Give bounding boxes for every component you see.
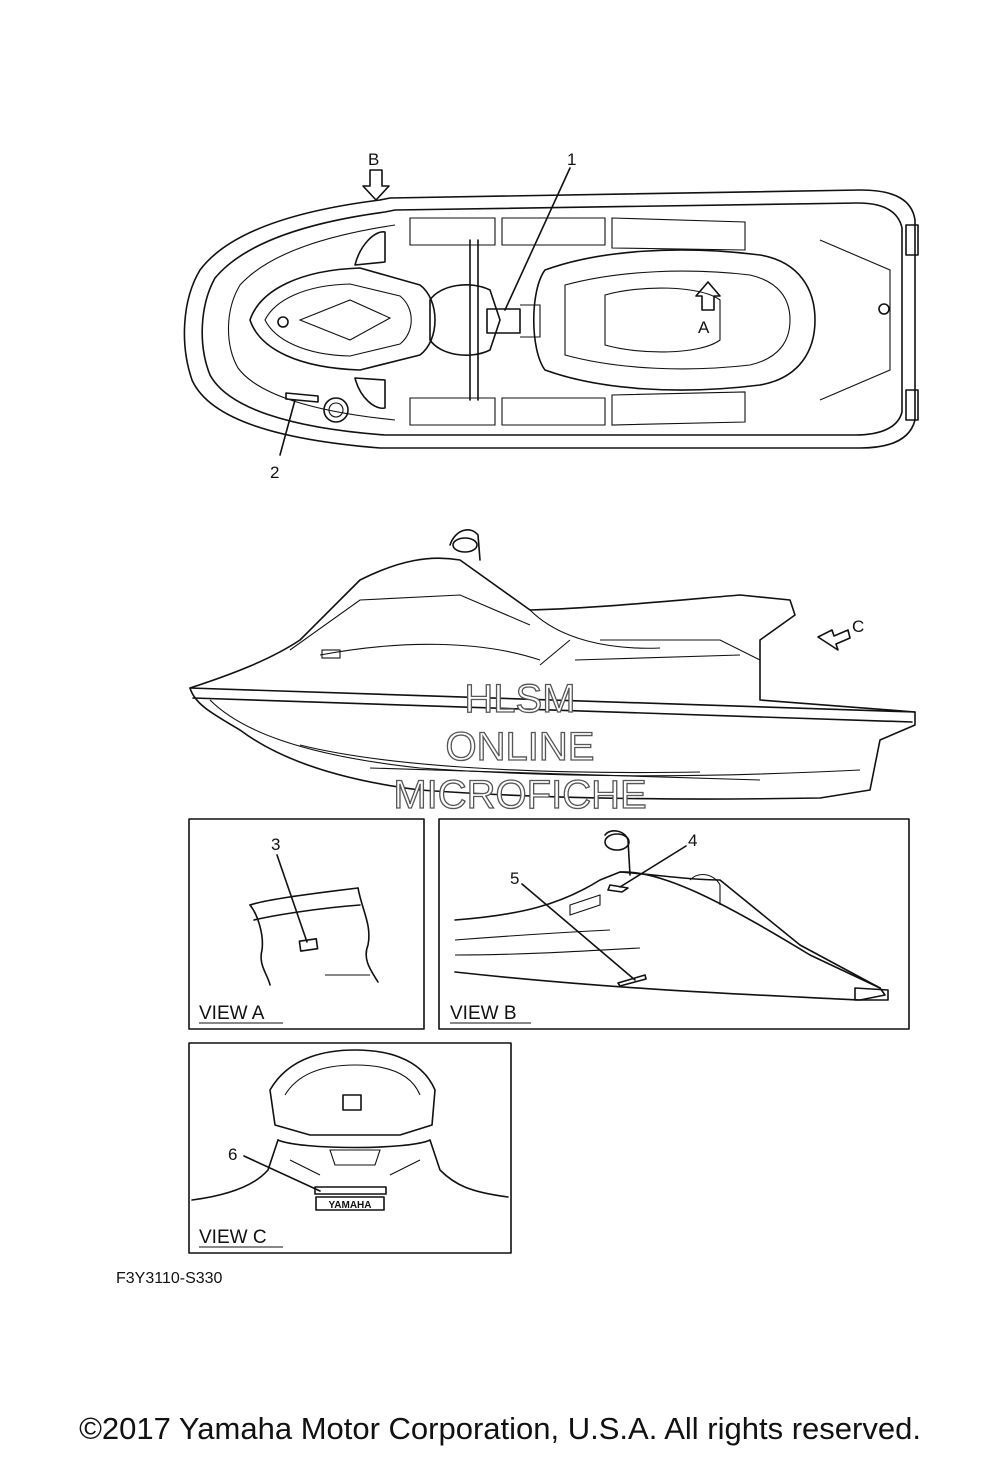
side-view-drawing <box>189 529 916 800</box>
view-c-panel <box>188 1042 512 1254</box>
callout-5: 5 <box>510 869 519 888</box>
figure-code: F3Y3110-S330 <box>116 1270 223 1287</box>
callout-2: 2 <box>270 463 279 482</box>
view-a-label: VIEW A <box>199 1003 265 1024</box>
view-arrow-c-letter: C <box>852 617 864 636</box>
view-a-panel <box>188 818 425 1030</box>
view-arrow-b-letter: B <box>368 150 379 169</box>
callout-1: 1 <box>567 150 576 169</box>
view-b-label: VIEW B <box>450 1003 517 1024</box>
callout-3: 3 <box>271 835 280 854</box>
view-arrow-a-letter: A <box>698 318 710 337</box>
watermark-line-2: ONLINE <box>446 725 595 769</box>
top-view-drawing <box>183 167 919 456</box>
view-c-label: VIEW C <box>199 1227 267 1248</box>
callout-6: 6 <box>228 1145 237 1164</box>
copyright-notice: ©2017 Yamaha Motor Corporation, U.S.A. A… <box>79 1411 921 1446</box>
watermark-line-1: HLSM <box>464 677 575 721</box>
callout-4: 4 <box>688 831 697 850</box>
watermark-line-3: MICROFICHE <box>393 773 646 817</box>
decal-yamaha: YAMAHA <box>329 1200 372 1211</box>
view-b-panel <box>438 818 910 1030</box>
